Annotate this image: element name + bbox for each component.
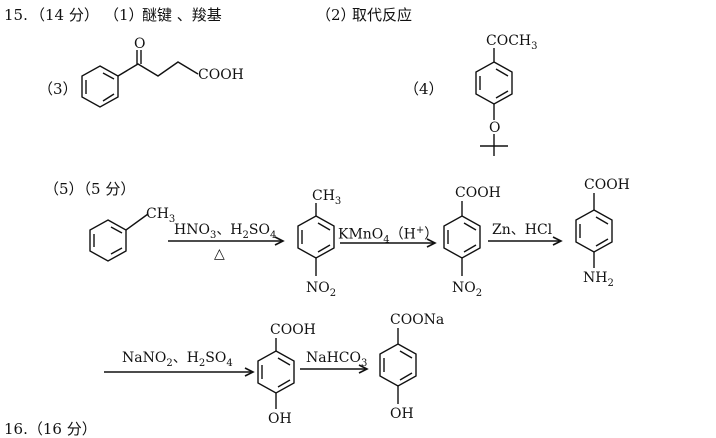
toluene-methyl-label: CH3 (146, 206, 176, 225)
step4-reagents: NaNO2、H2SO4 (122, 350, 233, 369)
part3-structure (81, 50, 199, 108)
arrow-step1 (168, 236, 285, 246)
nitrotoluene-structure (297, 203, 335, 276)
arrow-step2 (340, 238, 437, 248)
arrow-step5 (300, 364, 369, 374)
nitrotoluene-top-label: CH3 (312, 188, 342, 207)
salt-top-label: COONa (390, 312, 445, 328)
part1-label: （1） (104, 6, 144, 24)
arrow-step4 (104, 367, 255, 377)
question-points: （14 分） (30, 6, 99, 24)
nitrotoluene-bottom-label: NO2 (306, 280, 337, 299)
part3-label: （3） (38, 80, 78, 98)
arrow-step3 (488, 236, 563, 246)
part1-answer: 醚键 、羧基 (142, 6, 222, 24)
part2-label: （2） (316, 6, 356, 24)
salt-bottom-label: OH (390, 406, 414, 422)
part4-structure (475, 48, 513, 156)
question-number: 15. (4, 6, 28, 24)
step2-reagents: KMnO4（H+） (338, 225, 439, 246)
carbonyl-oxygen-label: O (134, 36, 146, 52)
hydroxyacid-top-label: COOH (270, 322, 316, 338)
aminoacid-top-label: COOH (584, 177, 630, 193)
step3-reagents: Zn、HCl (492, 222, 553, 238)
hydroxybenzoic-acid-structure (257, 338, 295, 409)
part4-ether-oxygen-label: O (489, 120, 501, 136)
sodium-salt-structure (379, 328, 417, 404)
nitroacid-bottom-label: NO2 (452, 280, 483, 299)
step5-reagents: NaHCO3 (306, 350, 368, 369)
toluene-structure (89, 213, 149, 262)
next-question-heading: 16.（16 分） (4, 420, 97, 438)
part2-answer: 取代反应 (352, 6, 413, 24)
part3-acid-label: COOH (198, 67, 244, 83)
nitroacid-top-label: COOH (455, 185, 501, 201)
part4-label: （4） (404, 80, 444, 98)
hydroxyacid-bottom-label: OH (268, 411, 292, 427)
part5-label: （5）（5 分） (44, 180, 136, 198)
part4-top-group-label: COCH3 (486, 33, 538, 52)
aminoacid-bottom-label: NH2 (583, 270, 614, 289)
step1-reagents: HNO3、H2SO4 (174, 222, 277, 241)
aminobenzoic-acid-structure (575, 193, 613, 268)
nitrobenzoic-acid-structure (443, 201, 481, 276)
step1-condition: △ (214, 246, 225, 262)
